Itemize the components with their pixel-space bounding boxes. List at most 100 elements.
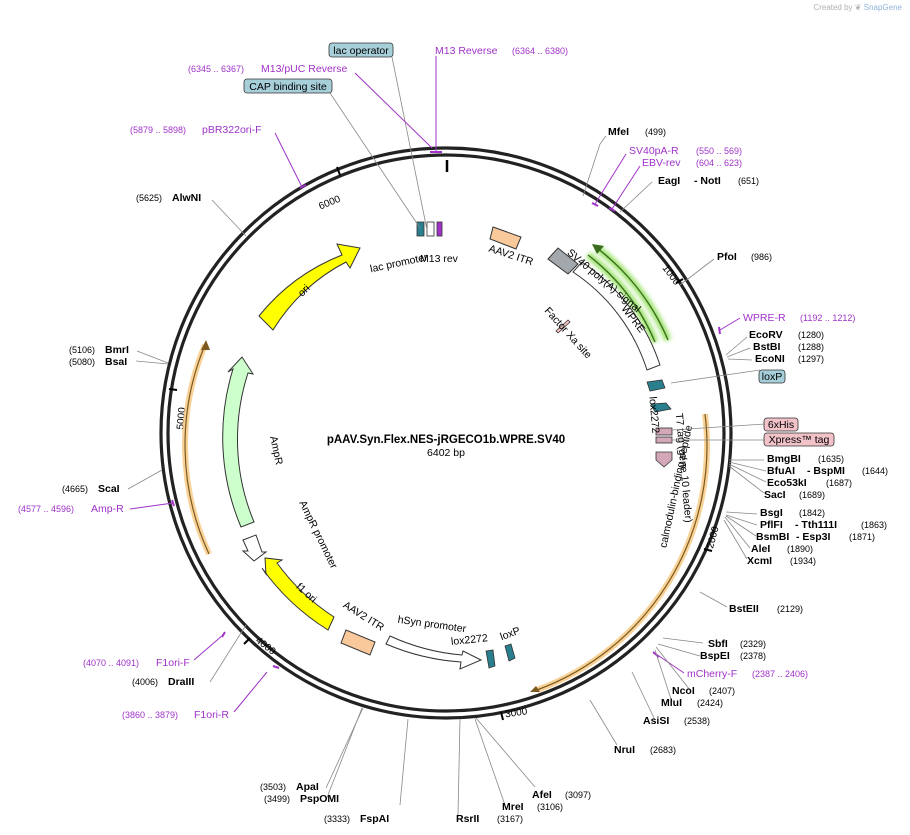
enzyme-bstbi: BstBI (1288): [753, 341, 824, 353]
ampr-arrow: [222, 356, 255, 528]
enzyme-rsrii: RsrII(3167): [456, 813, 523, 825]
enzyme-apai: (3503)ApaI: [260, 781, 319, 793]
loxp-a-arrow: [650, 402, 672, 413]
lac-promoter-box: [416, 221, 443, 237]
enzyme-eco53ki: Eco53kI(1687): [767, 477, 852, 489]
svg-text:(3106): (3106): [537, 802, 563, 812]
aav2-itr-right-box: [340, 629, 376, 656]
lox2272-a-arrow: [646, 379, 666, 392]
primer-marks: [171, 151, 721, 669]
svg-text:BsmBI: BsmBI: [756, 531, 789, 543]
svg-text:(2129): (2129): [777, 604, 803, 614]
svg-text:BmrI: BmrI: [105, 344, 129, 356]
ampr-label: AmpR: [267, 435, 285, 466]
enzyme-asisi: AsiSI (2538): [643, 715, 710, 727]
primer-sv40pa-r: SV40pA-R (550 .. 569): [594, 145, 742, 205]
enzyme-pspomi: (3499)PspOMI: [264, 793, 339, 805]
loxp-b-label: loxP: [499, 625, 522, 643]
svg-text:AsiSI: AsiSI: [643, 715, 669, 727]
tick-label-3000: 3000: [505, 706, 529, 720]
svg-text:BmgBI: BmgBI: [767, 453, 801, 465]
svg-text:(1297): (1297): [798, 354, 824, 364]
sv40pa-r-name: SV40pA-R: [629, 145, 679, 157]
enzyme-pflfi: PflFI- Tth111I(1863): [760, 519, 887, 531]
enzyme-ncoi: NcoI(2407): [672, 685, 735, 697]
svg-text:PflFI: PflFI: [760, 519, 783, 531]
aav2-itr-left-box: [489, 226, 522, 250]
wpre-arrow: [572, 261, 661, 371]
svg-text:AlwNI: AlwNI: [172, 192, 201, 204]
svg-text:AleI: AleI: [751, 543, 770, 555]
svg-text:(2378): (2378): [740, 651, 766, 661]
enzyme-sbfi: SbfI(2329): [708, 638, 766, 650]
svg-text:BstEII: BstEII: [729, 603, 759, 615]
enzyme-bmgbi: BmgBI (1635): [767, 453, 844, 465]
f1ori-r-name: F1ori-R: [194, 709, 229, 721]
f1ori-f-name: F1ori-F: [156, 657, 190, 669]
svg-text:(1635): (1635): [818, 454, 844, 464]
enzyme-fspai: (3333)FspAI: [324, 813, 389, 825]
enzyme-bsmbi: BsmBI- Esp3I(1871): [756, 531, 875, 543]
highlight-arc-right: [530, 413, 710, 693]
svg-text:RsrII: RsrII: [456, 813, 479, 825]
f1ori-f-range: (4070 .. 4091): [83, 658, 139, 668]
svg-text:(4006): (4006): [132, 677, 158, 687]
amp-r-name: Amp-R: [91, 503, 124, 515]
loxp-tag: loxP: [758, 369, 786, 384]
primer-m13-puc-reverse: (6345 .. 6367) M13/pUC Reverse: [188, 63, 433, 149]
svg-text:MreI: MreI: [502, 801, 524, 813]
svg-text:(5106): (5106): [69, 345, 95, 355]
lac-operator-label: lac operator: [333, 45, 389, 57]
svg-text:(2407): (2407): [709, 686, 735, 696]
6xhis-tag-label: 6xHis: [768, 419, 794, 431]
enzyme-mfei: MfeI(499): [608, 126, 666, 138]
mcherry-f-name: mCherry-F: [687, 668, 737, 680]
primer-f1ori-f: (4070 .. 4091) F1ori-F: [83, 634, 224, 669]
enzyme-bsai: (5080)BsaI: [69, 356, 127, 368]
svg-text:BspEI: BspEI: [700, 650, 730, 662]
svg-text:DraIII: DraIII: [168, 676, 194, 688]
primer-wpre-r: WPRE-R (1192 .. 1212): [719, 312, 855, 331]
primer-f1ori-r: (3860 .. 3879) F1ori-R: [122, 671, 268, 721]
highlight-arc-left: [182, 340, 212, 556]
svg-text:(1842): (1842): [799, 508, 825, 518]
f1-ori-arrow: [261, 557, 335, 631]
svg-text:BstBI: BstBI: [753, 341, 781, 353]
snapgene-logo-icon: ❦: [854, 3, 862, 12]
pbr322ori-f-name: pBR322ori-F: [202, 124, 262, 136]
enzyme-bmri: (5106) BmrI: [69, 344, 129, 356]
svg-text:- NotI: - NotI: [694, 175, 721, 187]
sv40-polya-box: [547, 247, 579, 275]
wpre-green-arrows: [585, 244, 672, 344]
6xhis-tag: 6xHis: [671, 417, 799, 432]
svg-text:(3503): (3503): [260, 782, 286, 792]
svg-text:(1288): (1288): [798, 342, 824, 352]
svg-text:PspOMI: PspOMI: [300, 793, 339, 805]
m13-reverse-name: M13 Reverse: [435, 45, 498, 57]
svg-text:SacI: SacI: [764, 489, 786, 501]
hsyn-promoter-arrow: [385, 635, 483, 670]
enzyme-econi: EcoNI(1297): [755, 353, 824, 365]
primer-amp-r: (4577 .. 4596) Amp-R: [18, 502, 174, 515]
sv40pa-r-range: (550 .. 569): [696, 146, 742, 156]
xpress-box: [655, 436, 673, 444]
svg-text:BsgI: BsgI: [760, 507, 783, 519]
svg-text:AfeI: AfeI: [532, 789, 552, 801]
aav2-itr-right-label: AAV2 ITR: [341, 599, 387, 634]
svg-text:NruI: NruI: [614, 744, 635, 756]
m13-rev-label: M13 rev: [420, 253, 459, 265]
svg-text:(3333): (3333): [324, 814, 350, 824]
enzyme-nrui: NruI(2683): [614, 744, 676, 756]
svg-text:(2538): (2538): [684, 716, 710, 726]
svg-text:(651): (651): [738, 176, 759, 186]
ebv-rev-name: EBV-rev: [642, 157, 681, 169]
svg-text:(1644): (1644): [862, 466, 888, 476]
loxp-c-arrow: [504, 643, 516, 662]
cap-binding-tag: CAP binding site: [243, 78, 421, 229]
svg-text:- Tth111I: - Tth111I: [795, 519, 837, 531]
enzyme-xcmi: XcmI(1934): [747, 555, 816, 567]
svg-text:- Esp3I: - Esp3I: [796, 531, 831, 543]
ori-arrow: [258, 243, 361, 331]
enzyme-bfuai: BfuAI- BspMI(1644): [767, 465, 888, 477]
